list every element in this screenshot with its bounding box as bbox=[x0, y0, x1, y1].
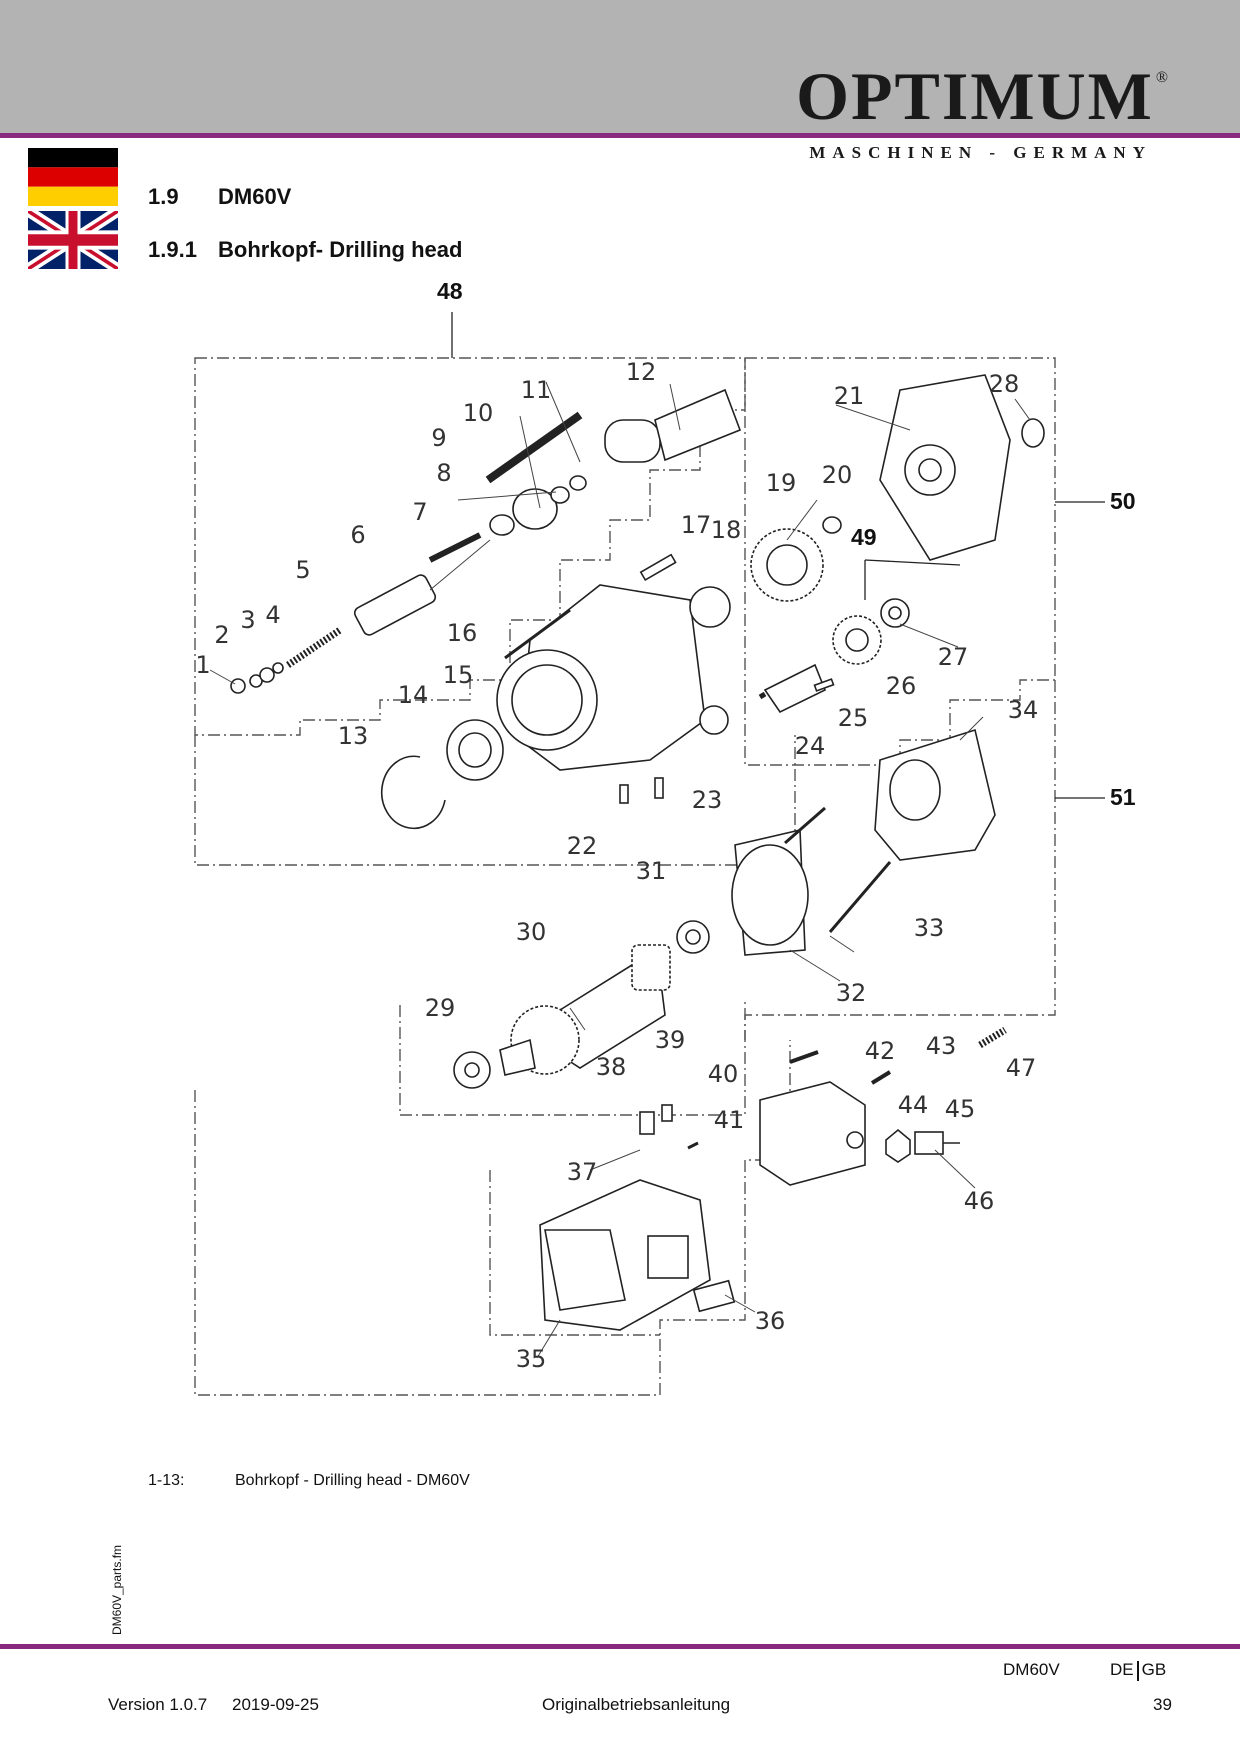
part-46: 46 bbox=[964, 1187, 995, 1215]
part-19: 19 bbox=[766, 469, 797, 497]
part-20: 20 bbox=[822, 461, 853, 489]
callout-51: 51 bbox=[1110, 784, 1136, 810]
part-26: 26 bbox=[886, 672, 917, 700]
part-16: 16 bbox=[447, 619, 478, 647]
header-rule bbox=[0, 133, 1240, 138]
lang-separator bbox=[1136, 1660, 1139, 1681]
part-43: 43 bbox=[926, 1032, 957, 1060]
part-24: 24 bbox=[795, 732, 826, 760]
rear-housing bbox=[539, 1026, 1007, 1331]
part-6: 6 bbox=[350, 521, 365, 549]
footer-date: 2019-09-25 bbox=[232, 1695, 319, 1714]
part-25: 25 bbox=[838, 704, 869, 732]
part-3: 3 bbox=[240, 606, 255, 634]
section-number: 1.9 bbox=[148, 184, 179, 209]
part-numbers: 1 2 3 4 5 6 7 8 9 10 11 12 13 14 15 16 1… bbox=[195, 358, 1038, 1373]
lang-gb: GB bbox=[1141, 1660, 1167, 1679]
callout-50: 50 bbox=[1110, 488, 1136, 514]
part-2: 2 bbox=[214, 621, 229, 649]
subsection-title: Bohrkopf- Drilling head bbox=[218, 237, 463, 262]
subsection-number: 1.9.1 bbox=[148, 237, 197, 262]
brand-tagline: MASCHINEN - GERMANY bbox=[809, 143, 1152, 162]
part-4: 4 bbox=[265, 601, 280, 629]
part-37: 37 bbox=[567, 1158, 598, 1186]
part-22: 22 bbox=[567, 832, 598, 860]
callout-48: 48 bbox=[437, 278, 463, 304]
housing bbox=[380, 553, 731, 830]
part-18: 18 bbox=[711, 516, 742, 544]
part-10: 10 bbox=[463, 399, 494, 427]
part-42: 42 bbox=[865, 1037, 896, 1065]
part-35: 35 bbox=[516, 1345, 547, 1373]
part-27: 27 bbox=[938, 643, 969, 671]
part-23: 23 bbox=[692, 786, 723, 814]
footer-model: DM60V bbox=[1003, 1660, 1060, 1679]
part-21: 21 bbox=[834, 382, 865, 410]
part-33: 33 bbox=[914, 914, 945, 942]
part-11: 11 bbox=[521, 376, 552, 404]
part-15: 15 bbox=[443, 661, 474, 689]
uk-flag bbox=[28, 211, 118, 269]
part-45: 45 bbox=[945, 1095, 976, 1123]
part-47: 47 bbox=[1006, 1054, 1037, 1082]
brand-logo: OPTIMUM® bbox=[796, 58, 1170, 134]
part-39: 39 bbox=[655, 1026, 686, 1054]
part-41: 41 bbox=[714, 1106, 745, 1134]
part-1: 1 bbox=[195, 651, 210, 679]
part-36: 36 bbox=[755, 1307, 786, 1335]
gear-assembly bbox=[750, 374, 1045, 714]
part-5: 5 bbox=[295, 556, 310, 584]
part-29: 29 bbox=[425, 994, 456, 1022]
footer-rule bbox=[0, 1644, 1240, 1649]
part-12: 12 bbox=[626, 358, 657, 386]
footer-page-number: 39 bbox=[1153, 1695, 1172, 1714]
part-14: 14 bbox=[398, 681, 429, 709]
part-28: 28 bbox=[989, 370, 1020, 398]
motor-assembly bbox=[453, 728, 996, 1089]
footer-version: Version 1.0.7 bbox=[108, 1695, 208, 1714]
footer-languages: DE GB bbox=[1110, 1660, 1166, 1681]
figure-number: 1-13: bbox=[148, 1472, 185, 1489]
part-13: 13 bbox=[338, 722, 369, 750]
part-40: 40 bbox=[708, 1060, 739, 1088]
part-34: 34 bbox=[1008, 696, 1039, 724]
part-8: 8 bbox=[436, 459, 451, 487]
header-band bbox=[0, 0, 1240, 133]
footer-doc-title: Originalbetriebsanleitung bbox=[542, 1695, 731, 1714]
part-17: 17 bbox=[681, 511, 712, 539]
part-label-leaders bbox=[209, 381, 1031, 1359]
section-title: DM60V bbox=[218, 184, 292, 209]
figure-caption: Bohrkopf - Drilling head - DM60V bbox=[235, 1472, 470, 1489]
part-38: 38 bbox=[596, 1053, 627, 1081]
side-filename: DM60V_parts.fm bbox=[110, 1544, 124, 1635]
part-32: 32 bbox=[836, 979, 867, 1007]
part-9: 9 bbox=[431, 424, 446, 452]
part-30: 30 bbox=[516, 918, 547, 946]
part-31: 31 bbox=[636, 857, 667, 885]
part-44: 44 bbox=[898, 1091, 929, 1119]
lang-de: DE bbox=[1110, 1660, 1134, 1679]
german-flag bbox=[28, 148, 118, 206]
part-7: 7 bbox=[412, 498, 427, 526]
callout-49: 49 bbox=[851, 524, 877, 550]
